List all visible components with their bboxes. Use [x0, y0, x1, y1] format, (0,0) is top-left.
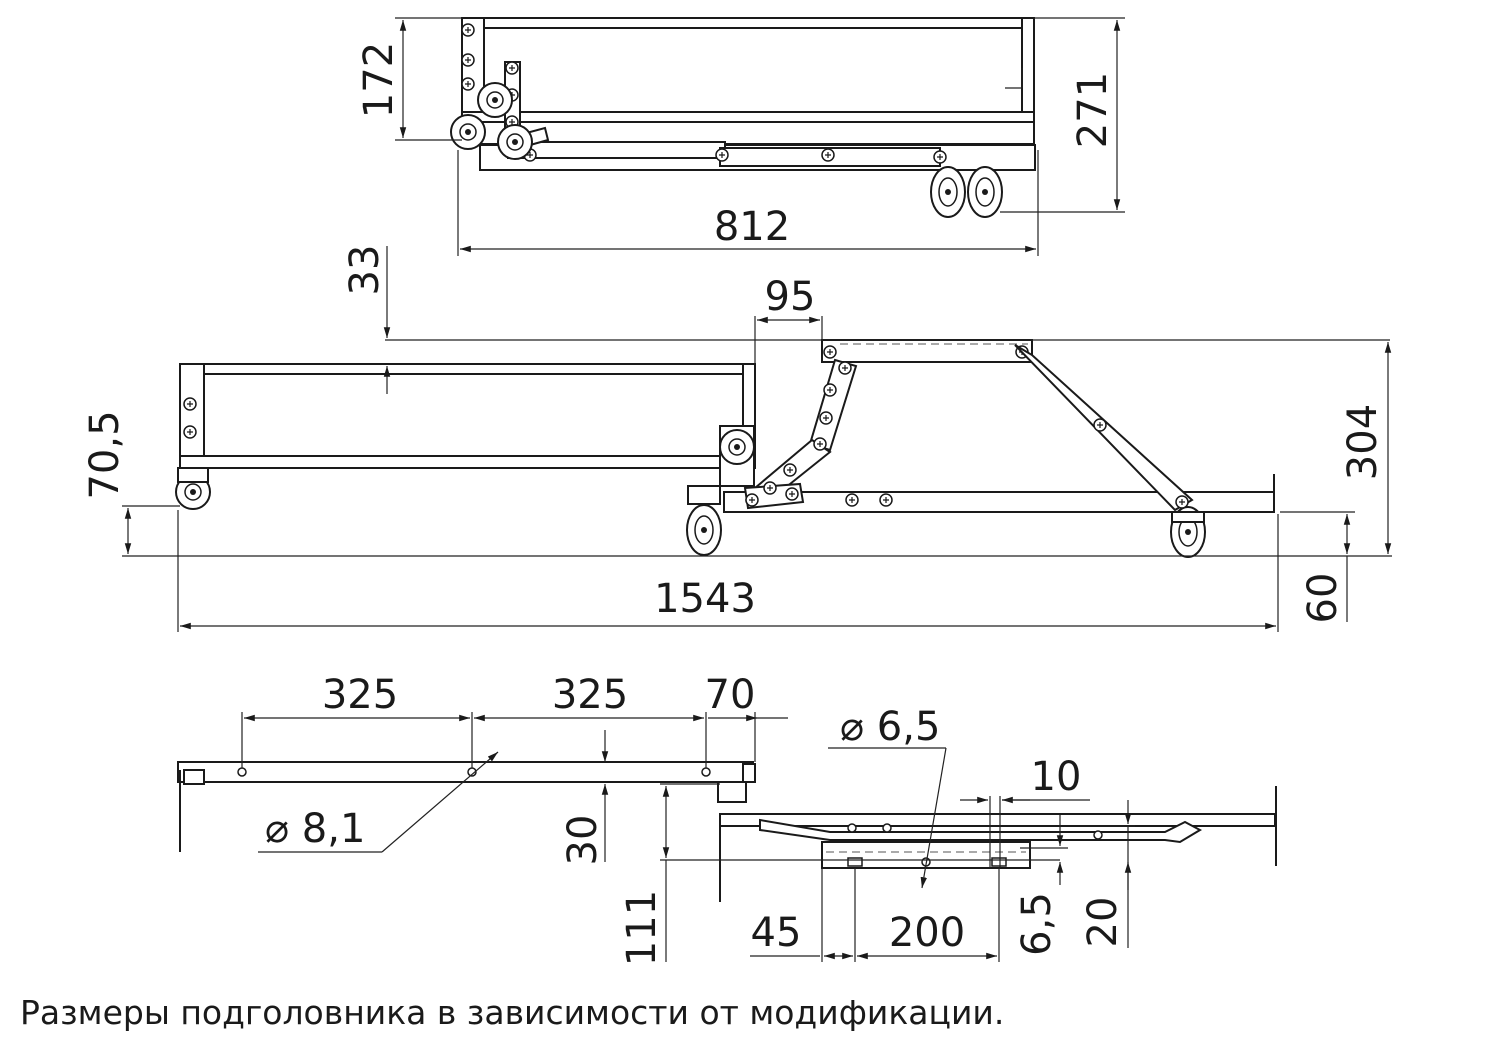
dim-6-5: 6,5: [1014, 892, 1060, 956]
dim-10: 10: [1031, 754, 1082, 800]
dim-1543: 1543: [654, 576, 756, 622]
dim-70-5: 70,5: [82, 410, 128, 499]
top-view: 172 271 812: [356, 17, 1125, 256]
mid-left-bottom-rail: [179, 455, 756, 469]
top-wheel-5: [967, 166, 1003, 218]
dim-70: 70: [705, 672, 756, 718]
mid-wheel-hinge: [719, 429, 755, 465]
dim-dia-8-1: ⌀ 8,1: [265, 806, 365, 852]
top-middle-rail: [461, 111, 1035, 123]
bottom-left-bar: [177, 761, 754, 783]
dim-33: 33: [342, 245, 388, 296]
dim-304: 304: [1340, 404, 1386, 480]
dim-45: 45: [751, 910, 802, 956]
dim-325-a: 325: [322, 672, 398, 718]
mid-wheel-center: [686, 504, 722, 556]
top-wheel-4: [930, 166, 966, 218]
bottom-view: 325 325 70 ⌀ 8,1 30 111 ⌀ 6,5 10 45 200: [177, 672, 1277, 966]
top-wheel-1: [477, 82, 513, 118]
dim-20: 20: [1080, 897, 1126, 948]
top-lever-arm-horizontal: [507, 141, 726, 159]
mid-left-top-rail: [179, 363, 756, 375]
caption-text: Размеры подголовника в зависимости от мо…: [20, 993, 1005, 1032]
dim-172: 172: [356, 42, 402, 118]
mid-left-post: [179, 363, 205, 469]
top-frame-rail: [461, 17, 1033, 29]
dim-271: 271: [1070, 72, 1116, 148]
top-wheel-2: [450, 114, 486, 150]
mid-headrest-plate: [821, 339, 1033, 363]
dim-60: 60: [1300, 573, 1346, 624]
dim-812: 812: [714, 204, 790, 250]
dim-30: 30: [560, 815, 606, 866]
top-wheel-3: [497, 124, 533, 160]
bottom-right-bar: [719, 813, 1276, 827]
dim-200: 200: [889, 910, 965, 956]
middle-view: 33 95 70,5 304 60 1543: [82, 245, 1392, 632]
dim-111: 111: [619, 890, 665, 966]
mid-link-upper: [808, 358, 858, 452]
dim-dia-6-5: ⌀ 6,5: [840, 704, 940, 750]
dim-325-b: 325: [552, 672, 628, 718]
dim-95: 95: [765, 274, 816, 320]
